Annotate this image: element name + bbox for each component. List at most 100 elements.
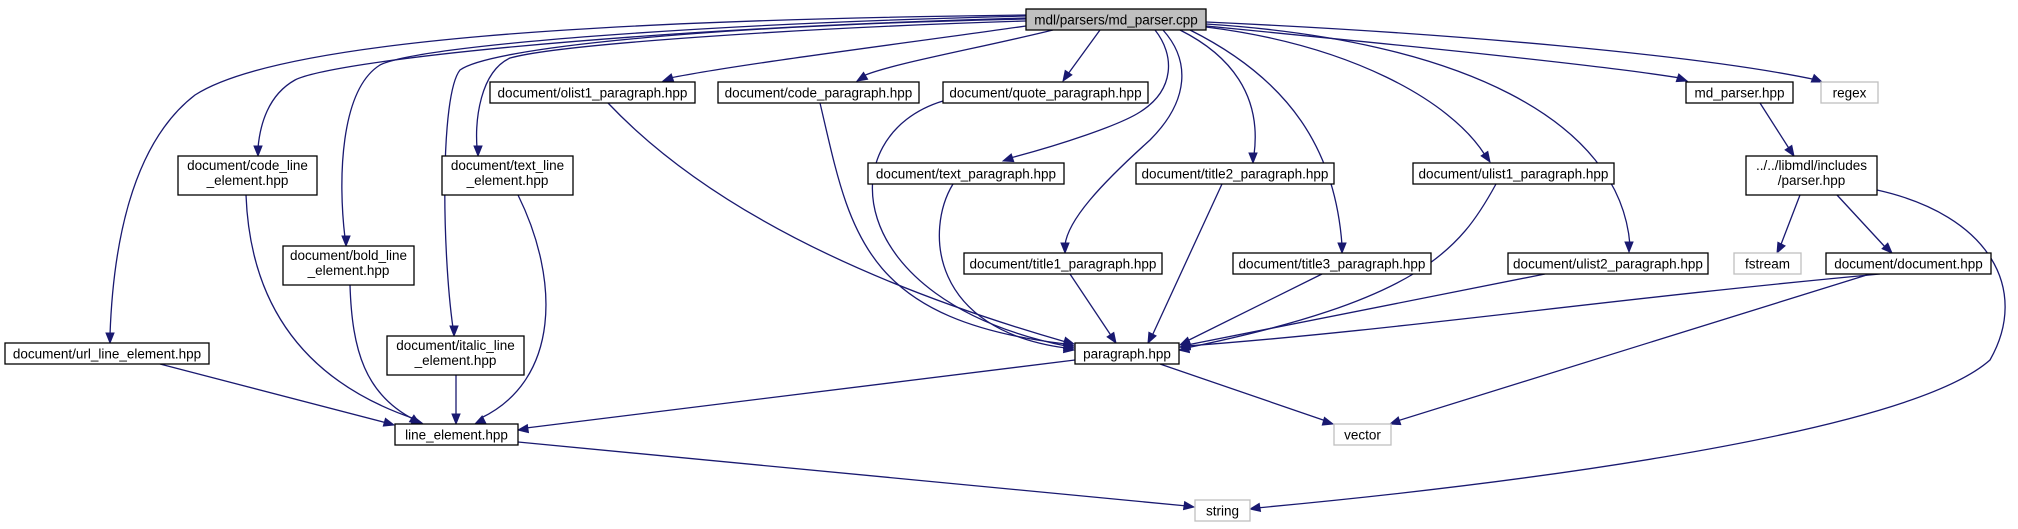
edge-italic-to-line_el <box>451 375 461 426</box>
edge-line <box>1205 26 1486 156</box>
node-ulist2[interactable]: document/ulist2_paragraph.hpp <box>1507 252 1709 275</box>
node-label: ../../libmdl/includes <box>1756 158 1867 173</box>
node-quote[interactable]: document/quote_paragraph.hpp <box>942 81 1149 104</box>
edge-root-to-text_line <box>473 20 1027 158</box>
node-label: document/text_line <box>451 158 564 173</box>
edge-root-to-ulist2 <box>1205 23 1634 254</box>
arrowhead <box>1776 241 1786 255</box>
edge-olist1-to-paragraph <box>607 102 1076 346</box>
arrowhead <box>449 325 459 338</box>
edge-md_hpp-to-parser_inc <box>1759 102 1795 158</box>
edge-document-to-vector <box>1388 273 1871 426</box>
edge-parser_inc-to-fstream <box>1776 194 1801 255</box>
edge-line <box>1255 189 2006 509</box>
arrowhead <box>1182 500 1196 511</box>
edge-line <box>1186 273 1881 347</box>
edge-line <box>1205 25 1681 79</box>
node-string: string <box>1194 499 1251 522</box>
node-md-hpp[interactable]: md_parser.hpp <box>1685 81 1794 104</box>
node-box <box>1333 423 1392 446</box>
node-regex: regex <box>1820 81 1879 104</box>
node-label: document/title2_paragraph.hpp <box>1142 167 1329 182</box>
node-layer: mdl/parsers/md_parser.cpp document/olist1… <box>4 8 1992 522</box>
node-label: document/bold_line <box>290 248 407 263</box>
node-text-par[interactable]: document/text_paragraph.hpp <box>867 162 1065 185</box>
edge-paragraph-to-line_el <box>516 359 1076 434</box>
node-box <box>1194 499 1251 522</box>
node-box <box>963 252 1163 275</box>
node-box <box>1025 8 1207 31</box>
edge-line <box>444 18 1027 329</box>
node-code-line[interactable]: document/code_line_element.hpp <box>177 155 318 196</box>
node-line-el[interactable]: line_element.hpp <box>394 423 519 446</box>
arrowhead <box>1321 416 1335 426</box>
edge-root-to-text_par <box>1001 29 1170 163</box>
edge-line <box>1009 29 1170 159</box>
node-label: document/code_paragraph.hpp <box>725 86 913 101</box>
node-box <box>1733 252 1802 275</box>
arrowhead <box>661 73 675 83</box>
edge-root-to-title3 <box>1189 29 1347 255</box>
arrowhead <box>105 332 115 345</box>
edge-bold-to-line_el <box>349 284 422 425</box>
edge-parser_inc-to-document <box>1836 194 1893 254</box>
node-title1[interactable]: document/title1_paragraph.hpp <box>963 252 1163 275</box>
edge-line <box>245 194 416 420</box>
node-box <box>1507 252 1709 275</box>
arrowhead <box>1810 73 1824 83</box>
edge-root-to-md_hpp <box>1205 25 1689 83</box>
node-label: document/quote_paragraph.hpp <box>949 86 1141 101</box>
edge-line <box>1064 29 1183 246</box>
edge-title3-to-paragraph <box>1178 273 1323 346</box>
edge-line_el-to-string <box>517 441 1196 511</box>
edge-root-to-regex <box>1205 21 1824 83</box>
edge-line <box>1189 29 1343 246</box>
edge-code_par-to-paragraph <box>819 102 1076 350</box>
node-document[interactable]: document/document.hpp <box>1825 252 1992 275</box>
node-title3[interactable]: document/title3_paragraph.hpp <box>1232 252 1432 275</box>
node-ulist1[interactable]: document/ulist1_paragraph.hpp <box>1412 162 1615 185</box>
edge-root-to-title2 <box>1179 29 1258 165</box>
node-label: mdl/parsers/md_parser.cpp <box>1034 13 1198 28</box>
arrowhead <box>1388 416 1402 426</box>
node-code-par[interactable]: document/code_paragraph.hpp <box>717 81 920 104</box>
node-label: md_parser.hpp <box>1694 86 1784 101</box>
node-label: _element.hpp <box>206 173 289 188</box>
node-box <box>177 155 318 196</box>
node-label: document/ulist1_paragraph.hpp <box>1419 167 1609 182</box>
arrowhead <box>1337 242 1347 255</box>
node-label: string <box>1206 504 1239 519</box>
arrowhead <box>341 235 351 248</box>
edge-root-to-code_par <box>855 29 1054 82</box>
edge-title2-to-paragraph <box>1147 183 1223 345</box>
edge-line <box>341 15 1027 239</box>
edge-line <box>109 14 1027 336</box>
arrowhead <box>1784 144 1795 158</box>
edge-line <box>1836 194 1887 249</box>
node-olist1[interactable]: document/olist1_paragraph.hpp <box>489 81 696 104</box>
edge-line <box>862 29 1054 77</box>
node-root[interactable]: mdl/parsers/md_parser.cpp <box>1025 8 1207 31</box>
node-label: document/code_line <box>187 158 308 173</box>
node-paragraph[interactable]: paragraph.hpp <box>1074 342 1180 365</box>
node-box <box>1232 252 1432 275</box>
edge-title1-to-paragraph <box>1069 273 1117 345</box>
node-parser-inc[interactable]: ../../libmdl/includes/parser.hpp <box>1745 155 1878 196</box>
node-box <box>1074 342 1180 365</box>
node-url[interactable]: document/url_line_element.hpp <box>4 342 210 365</box>
node-box <box>489 81 696 104</box>
node-box <box>942 81 1149 104</box>
node-text-line[interactable]: document/text_line_element.hpp <box>441 155 574 196</box>
node-box <box>1825 252 1992 275</box>
arrowhead <box>382 417 396 427</box>
node-title2[interactable]: document/title2_paragraph.hpp <box>1135 162 1335 185</box>
node-bold[interactable]: document/bold_line_element.hpp <box>282 245 415 286</box>
edge-line <box>1069 273 1113 338</box>
arrowhead <box>253 145 263 158</box>
edge-line <box>480 194 547 419</box>
node-box <box>1685 81 1794 104</box>
node-italic[interactable]: document/italic_line_element.hpp <box>386 335 525 376</box>
edge-line <box>1179 29 1256 156</box>
node-label: document/italic_line <box>396 338 515 353</box>
edge-line <box>1205 23 1631 246</box>
